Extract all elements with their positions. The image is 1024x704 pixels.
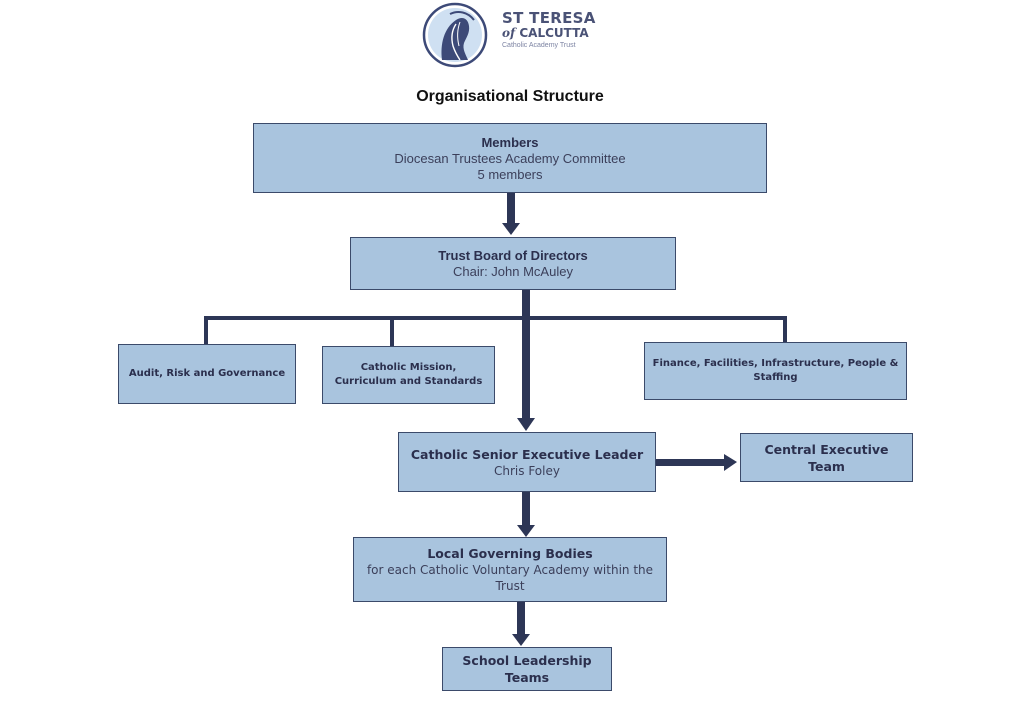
trust-board-chair: Chair: John McAuley: [453, 264, 573, 279]
catholic-mission-title: Catholic Mission, Curriculum and Standar…: [334, 362, 483, 387]
logo-calcutta: CALCUTTA: [519, 26, 589, 40]
finance-facilities-title: Finance, Facilities, Infrastructure, Peo…: [652, 358, 899, 383]
logo-name-line2: of CALCUTTA: [502, 26, 612, 40]
page-title: Organisational Structure: [416, 88, 604, 105]
arrow-lgb-to-slt: [517, 601, 525, 634]
school-leadership-teams-title: School Leadership Teams: [462, 653, 592, 685]
members-title: Members: [481, 134, 539, 150]
arrowhead-board-to-ceo: [517, 418, 535, 431]
arrowhead-ceo-to-central: [724, 454, 737, 471]
school-leadership-teams-box: School Leadership Teams: [442, 647, 612, 691]
senior-executive-leader-name: Chris Foley: [494, 463, 560, 478]
audit-risk-governance-title: Audit, Risk and Governance: [128, 368, 286, 379]
local-governing-bodies-box: Local Governing Bodies for each Catholic…: [353, 537, 667, 602]
drop-finance: [783, 316, 787, 342]
senior-executive-leader-title: Catholic Senior Executive Leader: [410, 446, 644, 462]
audit-risk-governance-box: Audit, Risk and Governance: [118, 344, 296, 404]
saint-teresa-emblem-icon: [422, 2, 488, 68]
trust-logo: ST TERESA of CALCUTTA Catholic Academy T…: [422, 2, 612, 68]
arrowhead-lgb-to-slt: [512, 634, 530, 646]
central-executive-team-box: Central Executive Team: [740, 433, 913, 482]
arrowhead-ceo-to-lgb: [517, 525, 535, 537]
senior-executive-leader-box: Catholic Senior Executive Leader Chris F…: [398, 432, 656, 492]
local-governing-bodies-title: Local Governing Bodies: [427, 546, 593, 561]
logo-name-line1: ST TERESA: [502, 9, 596, 27]
arrow-ceo-to-central: [656, 459, 726, 466]
logo-wordmark: ST TERESA of CALCUTTA Catholic Academy T…: [502, 10, 612, 52]
arrow-board-to-ceo: [522, 290, 530, 418]
trust-board-box: Trust Board of Directors Chair: John McA…: [350, 237, 676, 290]
logo-tagline: Catholic Academy Trust: [502, 42, 576, 49]
local-governing-bodies-subtitle: for each Catholic Voluntary Academy with…: [366, 563, 654, 593]
central-executive-team-title: Central Executive Team: [764, 441, 889, 474]
members-box: Members Diocesan Trustees Academy Commit…: [253, 123, 767, 193]
drop-audit: [204, 316, 208, 344]
committee-connector-bar: [204, 316, 786, 320]
trust-board-title: Trust Board of Directors: [438, 248, 588, 263]
members-subtitle: Diocesan Trustees Academy Committee 5 me…: [394, 150, 626, 182]
arrow-members-to-board: [507, 193, 515, 223]
catholic-mission-box: Catholic Mission, Curriculum and Standar…: [322, 346, 495, 404]
finance-facilities-box: Finance, Facilities, Infrastructure, Peo…: [644, 342, 907, 400]
arrow-ceo-to-lgb: [522, 492, 530, 525]
arrowhead-members-to-board: [502, 223, 520, 235]
logo-of: of: [502, 26, 516, 40]
drop-mission: [390, 320, 394, 346]
